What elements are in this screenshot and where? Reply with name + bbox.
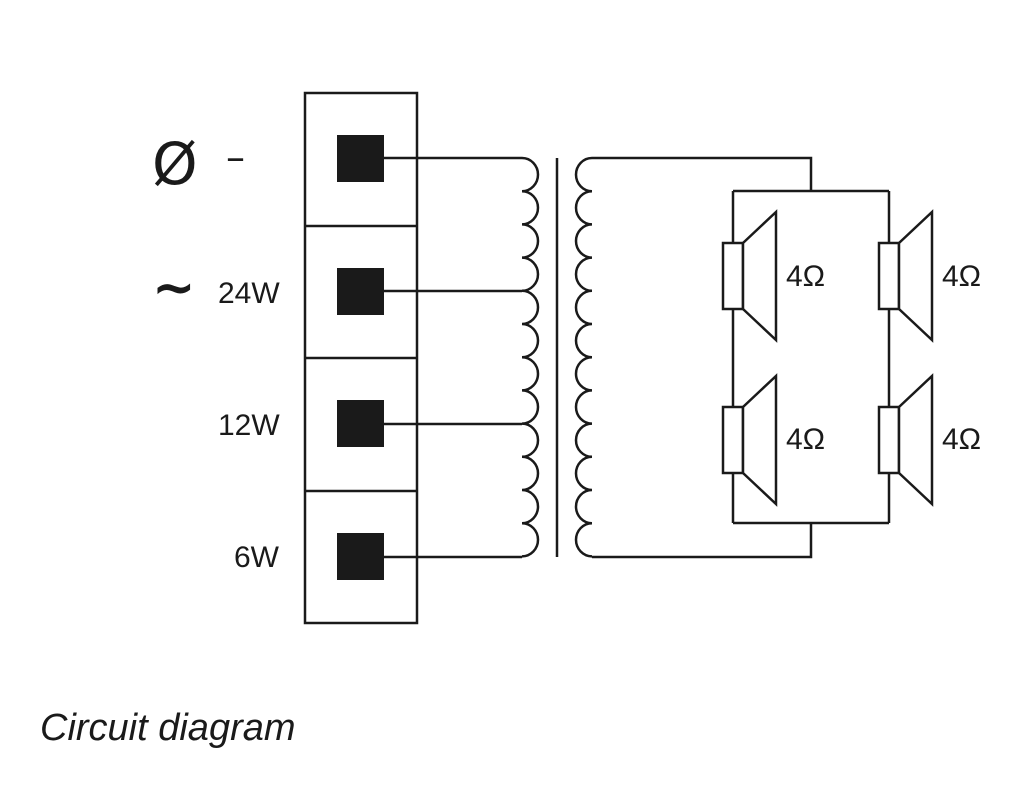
common-label: – (226, 135, 245, 179)
terminal-screw (337, 400, 384, 447)
primary-leads (384, 156, 522, 559)
secondary-winding (574, 156, 593, 558)
terminal-block (303, 91, 419, 625)
ac-symbol: ~ (152, 258, 196, 318)
terminal-screw (337, 268, 384, 315)
secondary-wiring (592, 156, 891, 559)
terminal-screw (337, 533, 384, 580)
impedance-label-bottom-right: 4Ω (942, 423, 981, 456)
speaker-bottom-right (877, 373, 934, 507)
tap-label-12w: 12W (218, 409, 280, 442)
tap-label-24w: 24W (218, 277, 280, 310)
speaker-top-left (721, 209, 778, 343)
terminal-screw (337, 135, 384, 182)
primary-winding (521, 156, 540, 558)
tap-label-6w: 6W (234, 541, 280, 574)
speaker-bottom-left (721, 373, 778, 507)
speaker-top-right (877, 209, 934, 343)
transformer (521, 156, 593, 558)
impedance-label-top-right: 4Ω (942, 260, 981, 293)
impedance-label-bottom-left: 4Ω (786, 423, 825, 456)
caption: Circuit diagram (40, 707, 296, 749)
impedance-label-top-left: 4Ω (786, 260, 825, 293)
common-symbol: Ø (152, 130, 198, 198)
